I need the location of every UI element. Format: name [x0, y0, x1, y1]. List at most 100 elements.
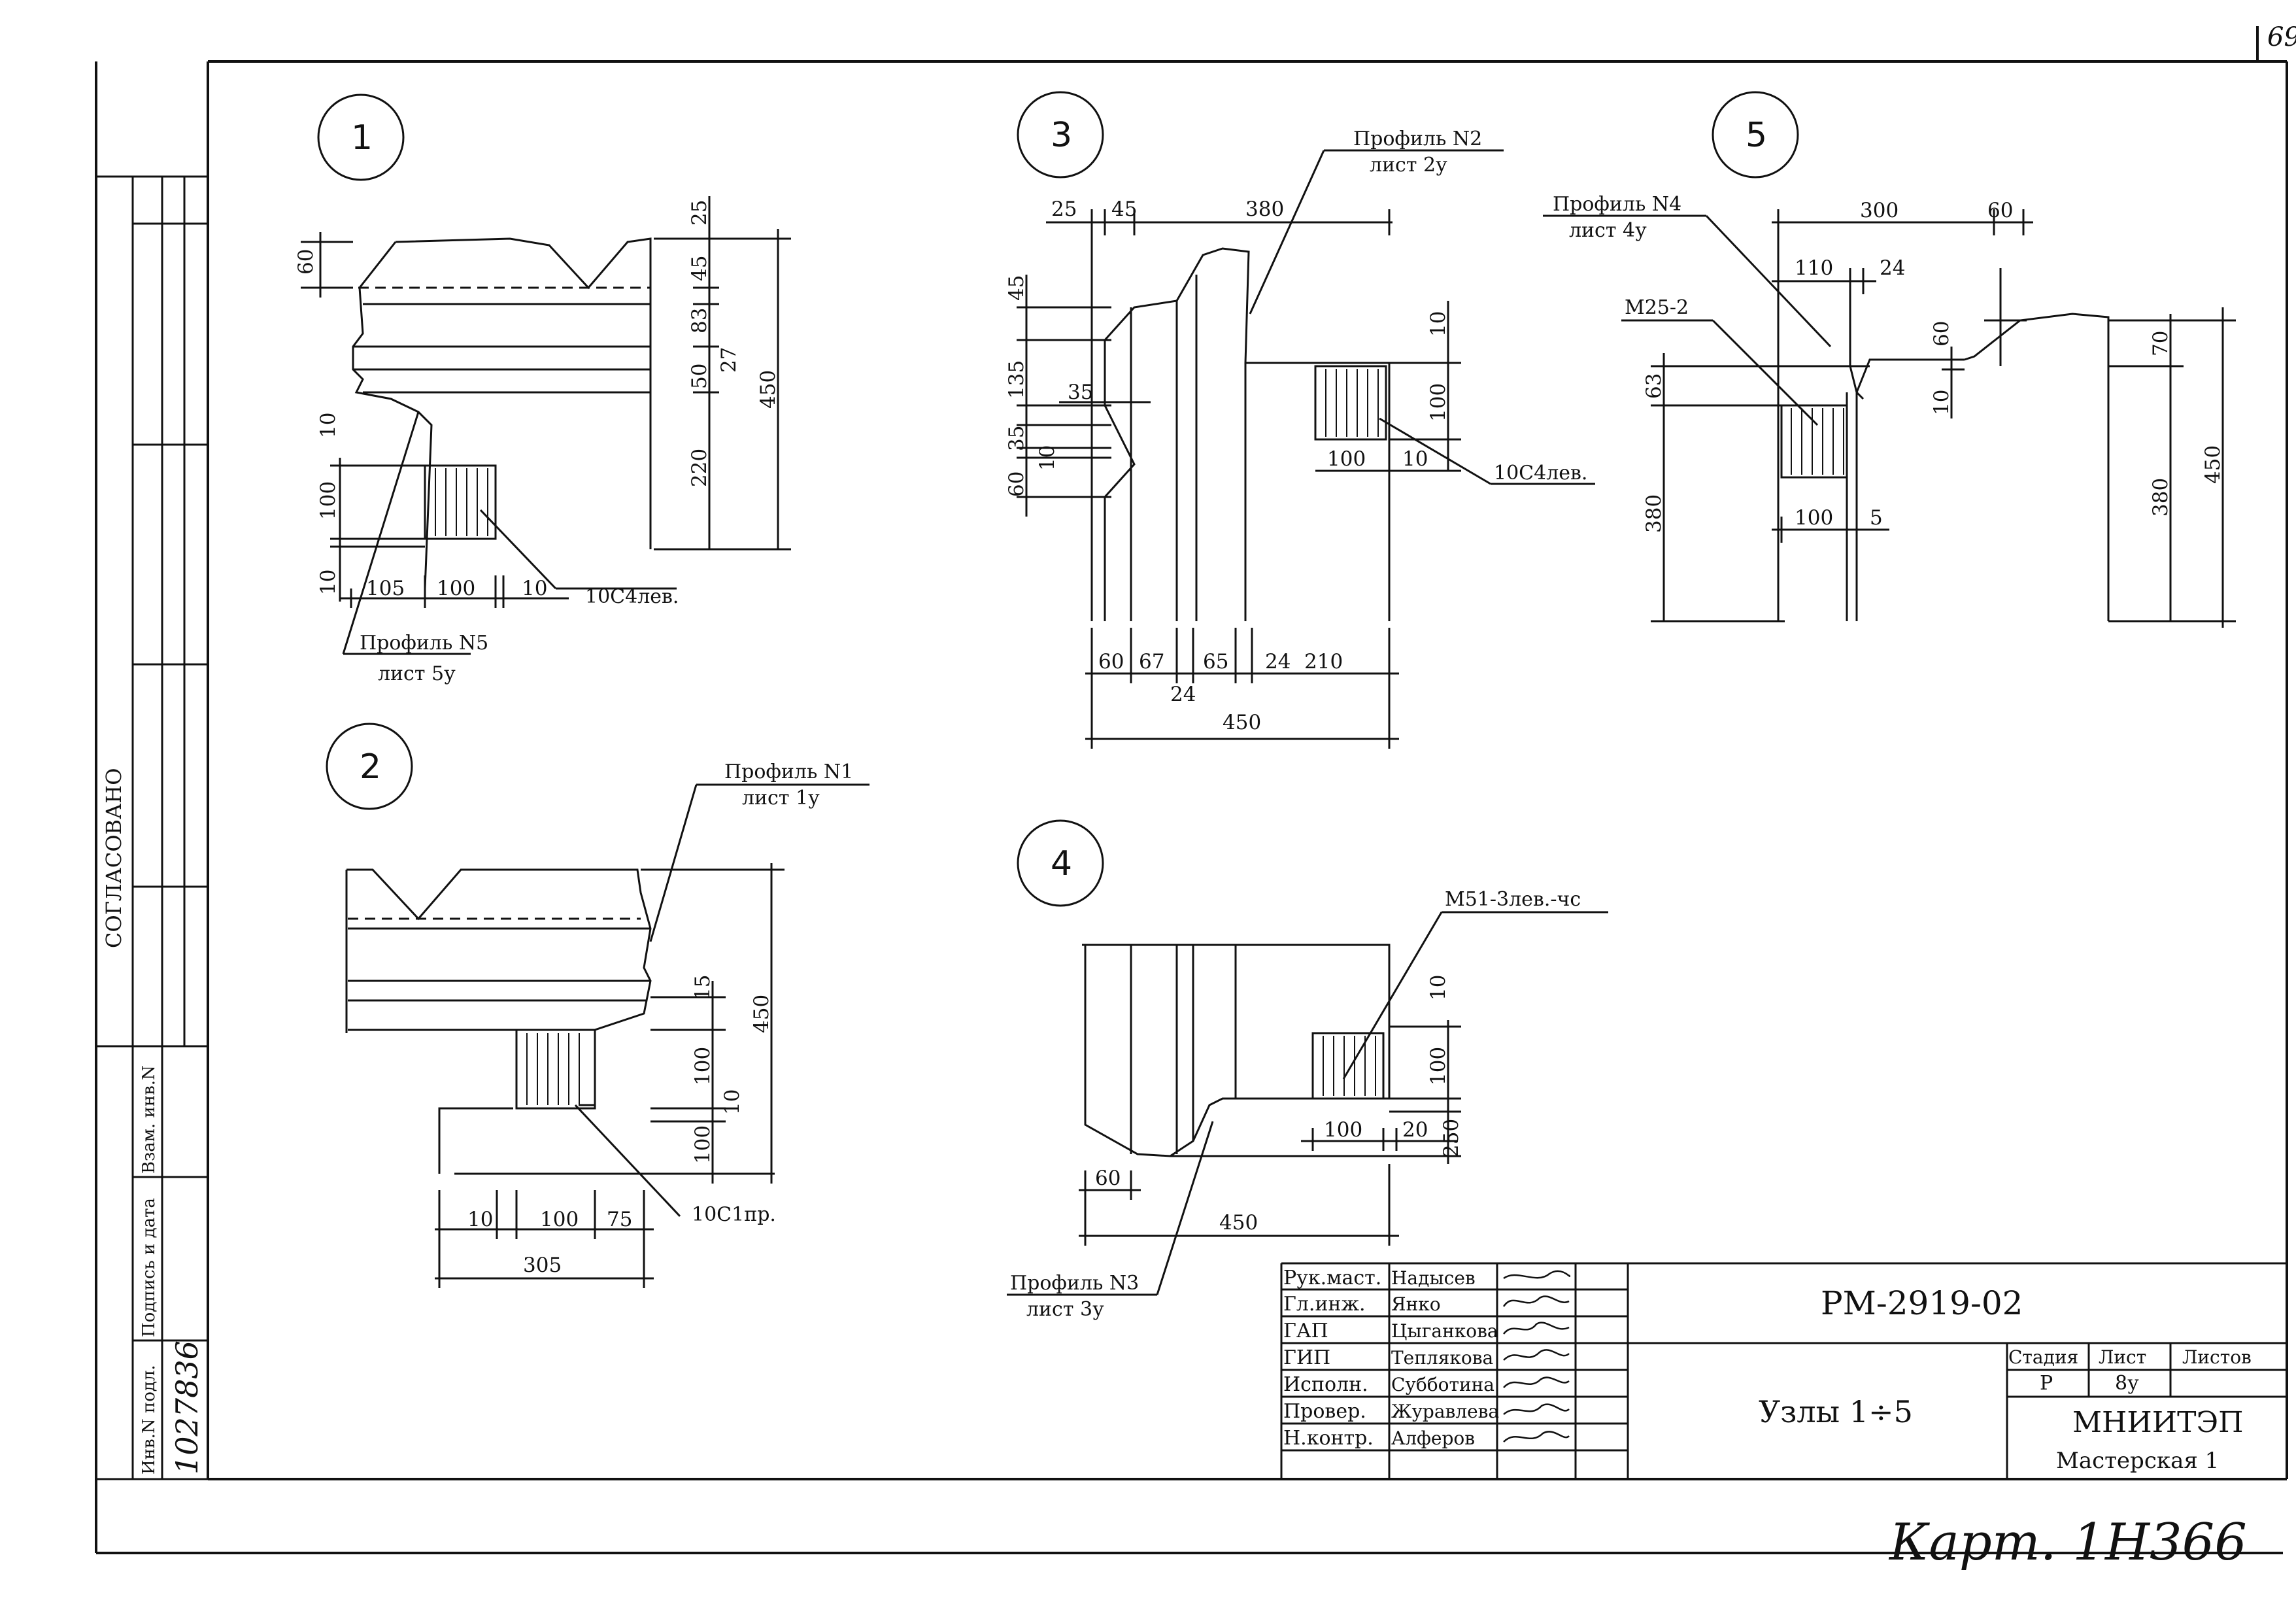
n2-dim-10h: 10 [467, 1208, 493, 1231]
n1-dim-10a: 10 [316, 413, 340, 438]
role-label: ГИП [1283, 1346, 1330, 1369]
role-name: Надысев [1391, 1267, 1476, 1289]
n1-dim-25: 25 [688, 200, 711, 226]
n4-sheet: лист 3у [1026, 1298, 1104, 1321]
node-number-2: 2 [360, 747, 381, 787]
n2-dim-15: 15 [691, 975, 715, 1000]
signatures [1502, 1270, 1571, 1442]
n5-profile: Профиль N4 [1553, 193, 1681, 216]
n4-dim-100h: 100 [1324, 1118, 1362, 1142]
n5-sheet: лист 4у [1569, 219, 1647, 242]
n2-element: 10С1пр. [692, 1203, 776, 1226]
n3-dim-b65: 65 [1203, 650, 1228, 674]
n3-dim-b24a: 24 [1265, 650, 1291, 674]
role-name: Журавлева [1391, 1401, 1499, 1422]
n2-dim-100b: 100 [691, 1125, 715, 1164]
n3-dim-b24b: 24 [1170, 683, 1196, 706]
n3-dim-60: 60 [1005, 471, 1028, 497]
inv-orig-label: Инв.N подл. [139, 1365, 159, 1475]
n3-dim-10h: 10 [1402, 447, 1428, 471]
n4-profile: Профиль N3 [1010, 1272, 1139, 1295]
n3-dim-35b: 35 [1005, 426, 1028, 451]
n1-sheet: лист 5у [378, 662, 456, 685]
role-label: Гл.инж. [1283, 1293, 1366, 1316]
n1-dim-220: 220 [688, 449, 711, 487]
node-number-1: 1 [351, 118, 373, 158]
org-name: МНИИТЭП [2072, 1406, 2244, 1439]
title-block-roles: Рук.маст. Надысев Гл.инж. Янко ГАП Цыган… [1283, 1267, 1499, 1450]
n2-dim-305: 305 [523, 1254, 562, 1277]
n2-profile: Профиль N1 [724, 760, 853, 783]
n3-dim-b67: 67 [1139, 650, 1164, 674]
n3-sheet: лист 2у [1370, 154, 1447, 177]
node-circle-2: 2 [326, 723, 413, 810]
n1-dim-50: 50 [688, 364, 711, 389]
role-label: ГАП [1283, 1320, 1328, 1342]
role-name: Алферов [1391, 1427, 1475, 1449]
n4-dim-60: 60 [1095, 1167, 1121, 1190]
n2-dim-450: 450 [750, 995, 773, 1033]
sheets-label: Листов [2182, 1346, 2252, 1368]
n3-dim-b60: 60 [1098, 650, 1124, 674]
n4-dim-250: 250 [1440, 1119, 1463, 1157]
n1-dim-27: 27 [717, 347, 741, 373]
n1-dim-450: 450 [756, 370, 780, 409]
sheet-title: Узлы 1÷5 [1759, 1394, 1913, 1429]
n3-dim-45t: 45 [1111, 197, 1137, 221]
role-label: Н.контр. [1283, 1427, 1374, 1450]
sheet-label: Лист [2099, 1346, 2146, 1368]
role-name: Цыганкова [1391, 1320, 1498, 1342]
role-name: Теплякова [1391, 1347, 1493, 1369]
n2-sheet: лист 1у [742, 787, 820, 810]
n3-dim-b450: 450 [1223, 711, 1261, 734]
n1-profile: Профиль N5 [360, 632, 488, 655]
n3-dim-b210: 210 [1304, 650, 1343, 674]
node-circle-4: 4 [1017, 819, 1104, 907]
n3-dim-100r: 100 [1427, 383, 1450, 422]
n5-dim-380r: 380 [2149, 478, 2172, 517]
node4-drawing [1007, 911, 1608, 1296]
node1-drawing [301, 196, 791, 655]
title-block-grid [1280, 1262, 2287, 1479]
n5-dim-60: 60 [1930, 321, 1953, 347]
n2-dim-10: 10 [720, 1089, 744, 1115]
node-number-4: 4 [1051, 844, 1072, 883]
n1-dim-10h: 10 [522, 577, 547, 600]
node5-drawing [1543, 209, 2236, 628]
n5-dim-63: 63 [1642, 373, 1666, 399]
stage-label: Стадия [2008, 1346, 2078, 1368]
n3-profile: Профиль N2 [1353, 128, 1482, 150]
n2-dim-100a: 100 [691, 1047, 715, 1085]
n3-element: 10С4лев. [1494, 462, 1587, 485]
role-name: Субботина [1391, 1374, 1494, 1395]
n5-dim-450: 450 [2201, 445, 2225, 484]
n5-element: М25-2 [1625, 296, 1689, 319]
n1-dim-100h: 100 [437, 577, 475, 600]
node-circle-5: 5 [1712, 91, 1799, 179]
workshop-name: Мастерская 1 [2056, 1448, 2219, 1474]
sheet-value: 8у [2115, 1372, 2139, 1395]
role-label: Исполн. [1283, 1373, 1368, 1396]
n1-dim-105: 105 [366, 577, 405, 600]
replace-inv-label: Взам. инв.N [139, 1065, 159, 1174]
n4-dim-450: 450 [1219, 1211, 1258, 1235]
n3-dim-35a: 35 [1068, 381, 1093, 404]
side-stamp [96, 175, 208, 1480]
n4-dim-20: 20 [1402, 1118, 1428, 1142]
node2-drawing [345, 783, 869, 1288]
n5-dim-100: 100 [1795, 506, 1833, 530]
node3-drawing [1017, 149, 1595, 749]
inv-number: 1027836 [169, 1340, 205, 1475]
n5-dim-10: 10 [1930, 390, 1953, 415]
n3-dim-135: 135 [1005, 360, 1028, 399]
n1-dim-10b: 10 [316, 570, 340, 595]
node-circle-3: 3 [1017, 91, 1104, 179]
n1-dim-60: 60 [294, 249, 318, 275]
n3-dim-10r: 10 [1427, 311, 1450, 337]
n2-dim-75: 75 [607, 1208, 632, 1231]
n5-dim-380l: 380 [1642, 494, 1666, 533]
n1-dim-45: 45 [688, 256, 711, 281]
n3-dim-10: 10 [1036, 445, 1059, 471]
n1-element: 10С4лев. [585, 585, 679, 608]
